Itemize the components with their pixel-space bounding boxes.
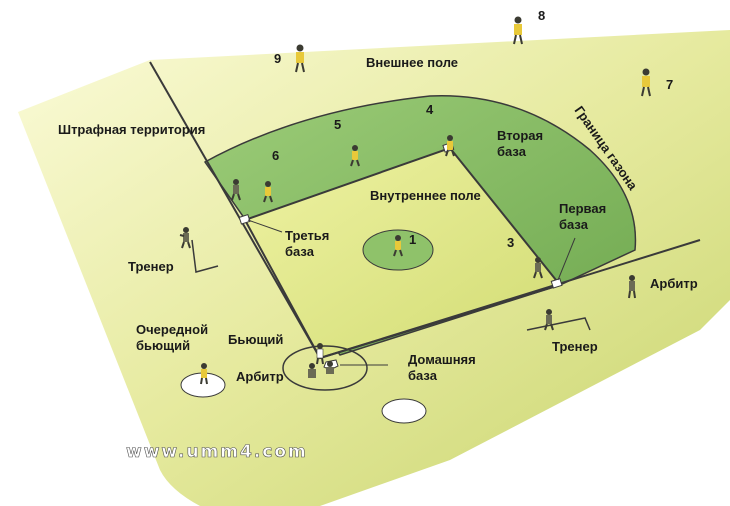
position-4: 4 <box>426 102 434 117</box>
position-6: 6 <box>272 148 279 163</box>
label-first-base-line1: Первая <box>559 201 606 216</box>
right-foul-line <box>319 239 701 359</box>
coach-box-left <box>191 239 219 273</box>
leader-first-base <box>557 237 576 281</box>
left-foul-line <box>149 61 321 359</box>
home-plate-circle <box>282 345 368 391</box>
coach-right-figure <box>544 309 554 331</box>
label-infield: Внутреннее поле <box>370 188 481 203</box>
position-9: 9 <box>274 51 281 66</box>
label-first-base-line2: база <box>559 217 589 232</box>
position-3: 3 <box>507 235 514 250</box>
label-on-deck-line1: Очередной <box>136 322 208 337</box>
label-umpire-right: Арбитр <box>650 276 698 291</box>
label-coach-left: Тренер <box>128 259 174 274</box>
on-deck-batter-figure <box>200 363 208 385</box>
player-right-fielder <box>641 68 651 97</box>
watermark-text: www.umm4.com <box>126 442 308 462</box>
leader-third-base <box>247 219 283 233</box>
label-coach-right: Тренер <box>552 339 598 354</box>
first-base <box>550 277 563 289</box>
coach-left-figure <box>179 227 191 249</box>
label-third-base-line1: Третья <box>285 228 329 243</box>
position-1: 1 <box>409 232 416 247</box>
batter-figure <box>316 343 324 365</box>
position-7: 7 <box>666 77 673 92</box>
label-third-base-line2: база <box>285 244 315 259</box>
label-batter: Бьющий <box>228 332 283 347</box>
player-figures <box>179 16 651 385</box>
player-third-baseman <box>231 179 241 201</box>
label-outfield: Внешнее поле <box>366 55 458 70</box>
home-umpire-figure <box>308 363 316 378</box>
label-penalty-territory: Штрафная территория <box>58 122 205 137</box>
player-first-baseman <box>533 257 543 279</box>
catcher-figure <box>326 361 334 374</box>
player-left-infield <box>263 181 273 203</box>
label-home-base-line1: Домашняя <box>408 352 476 367</box>
label-on-deck-line2: бьющий <box>136 338 190 353</box>
label-umpire-home: Арбитр <box>236 369 284 384</box>
label-second-base-line1: Вторая <box>497 128 543 143</box>
position-5: 5 <box>334 117 341 132</box>
player-second-baseman <box>445 135 455 157</box>
umpire-right-figure <box>628 275 636 299</box>
player-left-fielder <box>295 44 305 73</box>
label-home-base-line2: база <box>408 368 438 383</box>
player-shortstop <box>350 145 360 167</box>
player-center-fielder <box>513 16 523 45</box>
position-8: 8 <box>538 8 545 23</box>
on-deck-circle-right <box>381 398 427 424</box>
player-pitcher <box>393 235 403 257</box>
label-second-base-line2: база <box>497 144 527 159</box>
third-base <box>238 213 251 225</box>
